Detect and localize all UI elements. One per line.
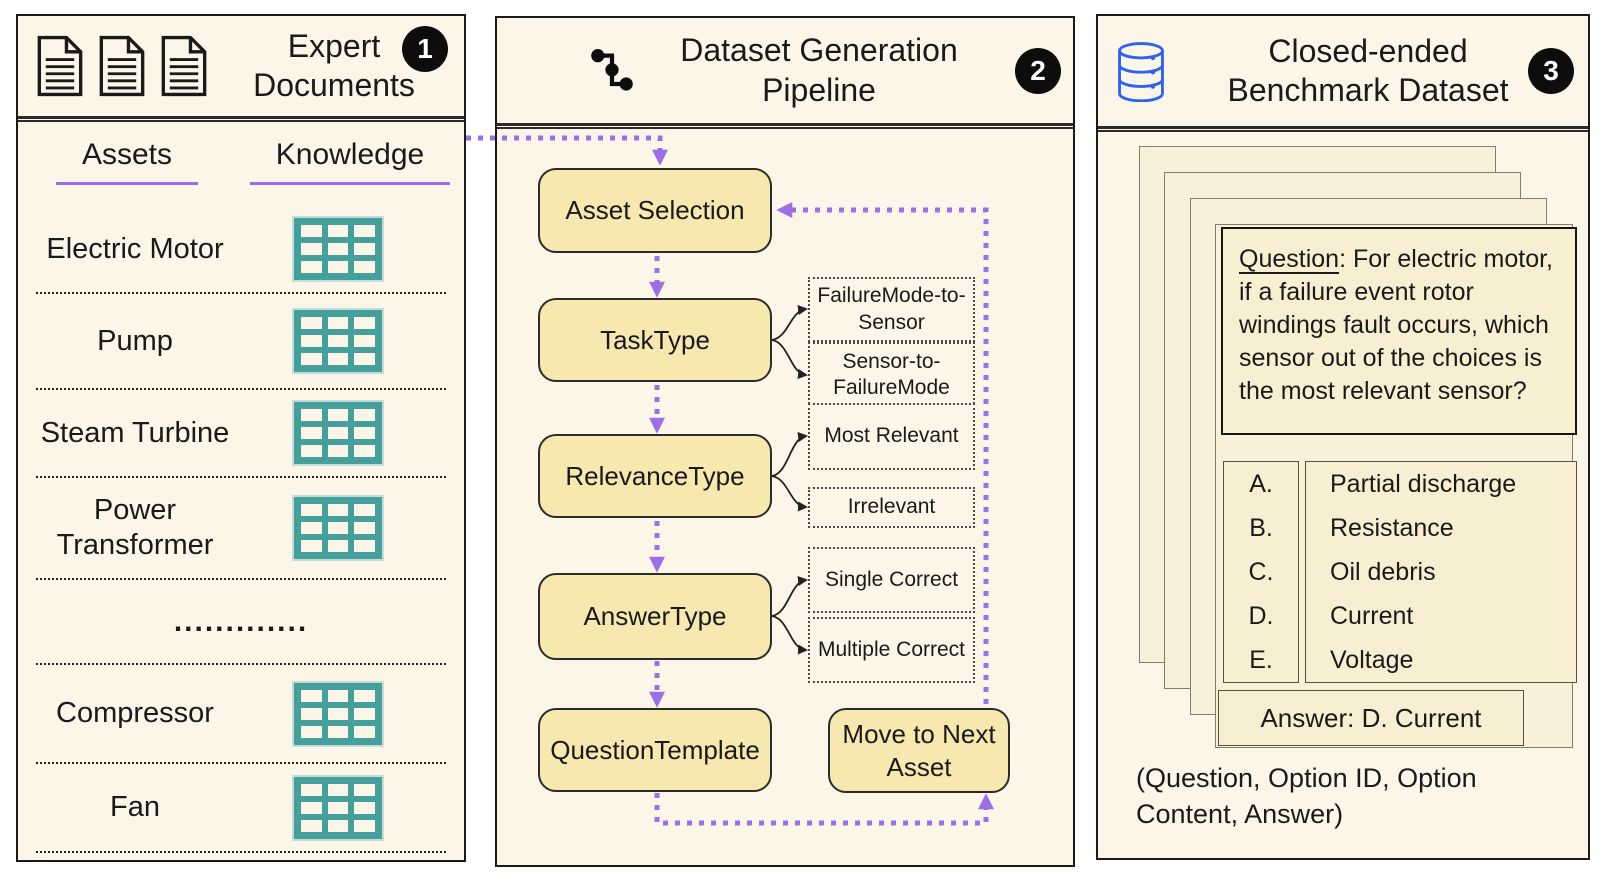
asset-name: Fan xyxy=(110,791,160,824)
asset-name: Pump xyxy=(97,324,173,357)
stage-relevance-type: RelevanceType xyxy=(538,434,772,518)
badge-1: 1 xyxy=(402,26,448,72)
badge-2: 2 xyxy=(1015,48,1061,94)
panel-title-benchmark: Closed-ended Benchmark Dataset xyxy=(1227,32,1509,108)
document-icons xyxy=(34,35,210,97)
stage-question-template: QuestionTemplate xyxy=(538,708,772,792)
dataset-generation-pipeline-panel: Dataset Generation Pipeline 2 Asset Sele… xyxy=(495,16,1075,867)
asset-name: Steam Turbine xyxy=(40,416,230,449)
document-icon xyxy=(99,35,145,97)
asset-row-fan: Fan xyxy=(36,764,446,853)
option-id: E. xyxy=(1249,646,1273,674)
tuple-footer: (Question, Option ID, Option Content, An… xyxy=(1136,763,1477,830)
branch-multiple-correct: Multiple Correct xyxy=(808,617,975,683)
knowledge-table-icon xyxy=(294,682,382,745)
document-icon xyxy=(161,35,207,97)
knowledge-table-icon xyxy=(294,776,382,839)
asset-name: Electric Motor xyxy=(46,232,224,265)
option-content: Partial discharge xyxy=(1330,470,1517,498)
branch-most-relevant: Most Relevant xyxy=(808,403,975,470)
option-id: D. xyxy=(1248,602,1274,630)
column-header-knowledge: Knowledge xyxy=(236,138,464,185)
option-id: A. xyxy=(1249,470,1273,498)
asset-row-pump: Pump xyxy=(36,294,446,390)
knowledge-table-icon xyxy=(294,402,382,464)
pipeline-header: Dataset Generation Pipeline 2 xyxy=(497,18,1073,123)
column-header-assets: Assets xyxy=(18,138,236,185)
branch-irrelevant: Irrelevant xyxy=(808,487,975,528)
question-label: Question xyxy=(1239,245,1340,273)
option-content: Current xyxy=(1330,602,1414,630)
option-content: Oil debris xyxy=(1330,558,1436,586)
knowledge-table-icon xyxy=(294,497,382,559)
pipeline-flow-icon xyxy=(591,48,633,91)
asset-row-power-transformer: Power Transformer xyxy=(36,478,446,580)
option-content: Resistance xyxy=(1330,514,1454,542)
header-divider xyxy=(18,116,464,122)
panel-title-expert-documents: Expert Documents xyxy=(253,27,415,103)
expert-documents-header: Expert Documents 1 xyxy=(18,16,464,116)
expert-documents-panel: Expert Documents 1 Assets Knowledge Elec… xyxy=(16,14,466,862)
branch-single-correct: Single Correct xyxy=(808,547,975,613)
stage-task-type: TaskType xyxy=(538,298,772,382)
option-content-box: Partial discharge Resistance Oil debris … xyxy=(1305,461,1577,683)
stage-asset-selection: Asset Selection xyxy=(538,168,772,253)
database-icon xyxy=(1118,42,1164,102)
asset-name: Power Transformer xyxy=(56,494,214,561)
option-id-box: A. B. C. D. E. xyxy=(1223,461,1299,683)
asset-row-compressor: Compressor xyxy=(36,665,446,764)
question-box: Question: For electric motor, if a failu… xyxy=(1221,227,1577,435)
question-text: : For electric motor, if a failure event… xyxy=(1239,245,1554,405)
stage-answer-type: AnswerType xyxy=(538,573,772,660)
asset-name: Compressor xyxy=(56,697,214,730)
knowledge-table-icon xyxy=(294,310,382,372)
branch-failuremode-to-sensor: FailureMode-to-Sensor xyxy=(808,277,975,342)
benchmark-header: Closed-ended Benchmark Dataset 3 xyxy=(1098,16,1588,126)
benchmark-dataset-panel: Closed-ended Benchmark Dataset 3 Questio… xyxy=(1096,14,1590,860)
table-column-headers: Assets Knowledge xyxy=(18,122,464,206)
document-icon xyxy=(37,35,83,97)
branch-sensor-to-failuremode: Sensor-to-FailureMode xyxy=(808,342,975,408)
asset-row-electric-motor: Electric Motor xyxy=(36,206,446,294)
asset-row-steam-turbine: Steam Turbine xyxy=(36,390,446,478)
ellipsis-text: ............. xyxy=(173,604,309,638)
move-to-next-asset-box: Move to Next Asset xyxy=(828,708,1010,793)
panel-title-pipeline: Dataset Generation Pipeline xyxy=(680,32,958,108)
option-id: C. xyxy=(1248,558,1274,586)
knowledge-table-icon xyxy=(294,218,382,280)
header-divider xyxy=(497,123,1073,129)
header-divider xyxy=(1098,126,1588,132)
answer-box: Answer: D. Current xyxy=(1218,690,1524,746)
option-content: Voltage xyxy=(1330,646,1414,674)
asset-row-ellipsis: ............. xyxy=(36,580,446,665)
option-id: B. xyxy=(1249,514,1273,542)
badge-3: 3 xyxy=(1528,48,1574,94)
